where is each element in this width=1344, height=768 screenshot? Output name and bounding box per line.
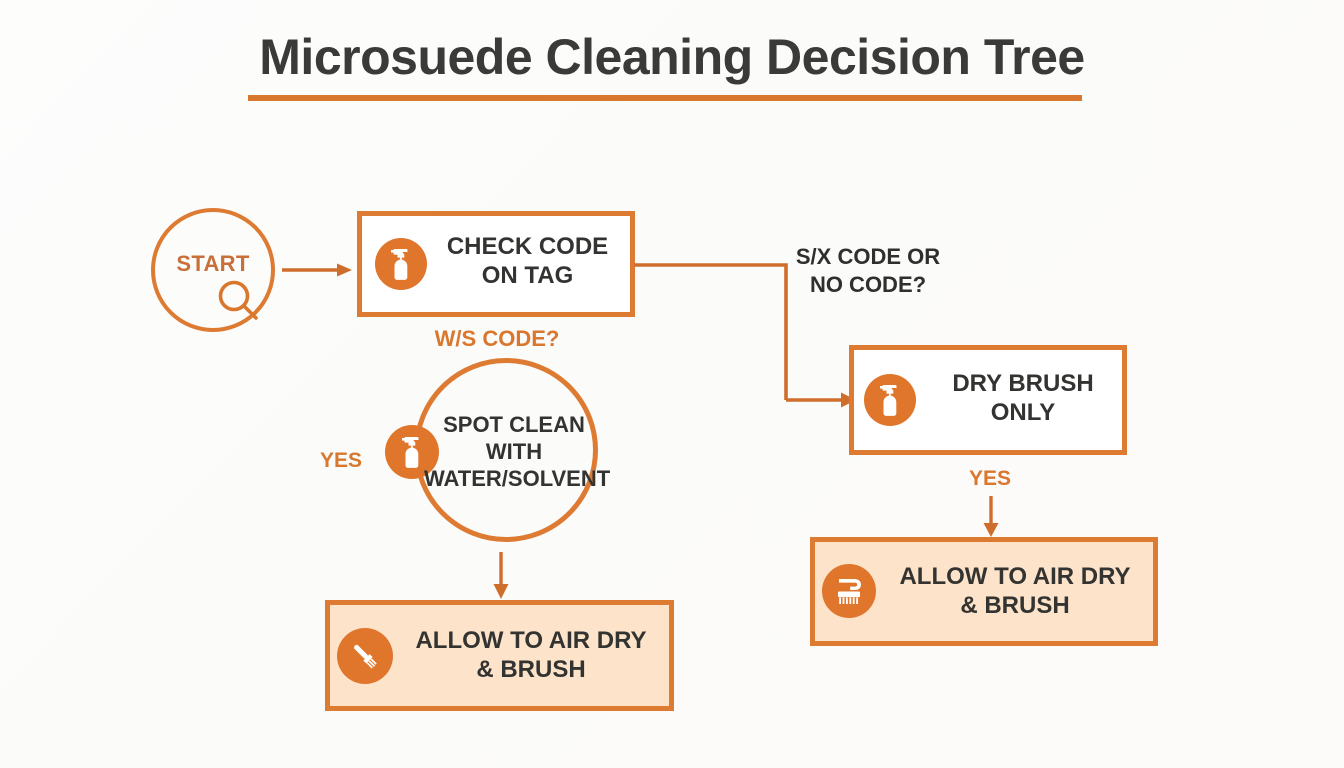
spray-bottle-icon-badge-dry-brush <box>864 374 916 426</box>
spray-bottle-icon <box>391 249 408 280</box>
spray-bottle-icon-badge-spot-clean <box>385 425 439 479</box>
scrub-brush-icon-badge <box>822 564 876 618</box>
node-start[interactable] <box>151 208 275 332</box>
connector-spot-clean-to-air-dry-left <box>493 552 509 599</box>
node-spot-clean-label: SPOT CLEAN WITH WATER/SOLVENT <box>424 412 611 491</box>
edge-label-yes-right: YES <box>968 467 1012 490</box>
connector-check-to-dry-brush <box>634 263 856 408</box>
title-underline <box>248 95 1082 101</box>
edge-label-ws-code: W/S CODE? <box>434 326 560 351</box>
node-air-dry-right-label: ALLOW TO AIR DRY & BRUSH <box>899 563 1131 620</box>
magnifier-icon <box>218 280 258 320</box>
connector-start-to-check <box>282 263 352 277</box>
spray-bottle-icon <box>402 437 419 468</box>
paint-brush-icon-badge <box>337 628 393 684</box>
node-air-dry-left-label: ALLOW TO AIR DRY & BRUSH <box>415 627 647 684</box>
spray-bottle-icon <box>880 385 897 416</box>
edge-label-sx-code: S/X CODE OR NO CODE? <box>795 244 941 297</box>
node-check-code-label: CHECK CODE ON TAG <box>446 233 609 290</box>
paint-brush-icon <box>354 644 377 669</box>
node-dry-brush[interactable] <box>849 345 1127 455</box>
start-label: START <box>176 251 250 276</box>
node-dry-brush-label: DRY BRUSH ONLY <box>952 370 1094 427</box>
page-title: Microsuede Cleaning Decision Tree <box>259 29 1085 85</box>
connector-dry-brush-to-air-dry-right <box>983 496 999 537</box>
edge-label-yes-left: YES <box>319 449 363 472</box>
spray-bottle-icon-badge-check-code <box>375 238 427 290</box>
scrub-brush-icon <box>838 579 861 604</box>
